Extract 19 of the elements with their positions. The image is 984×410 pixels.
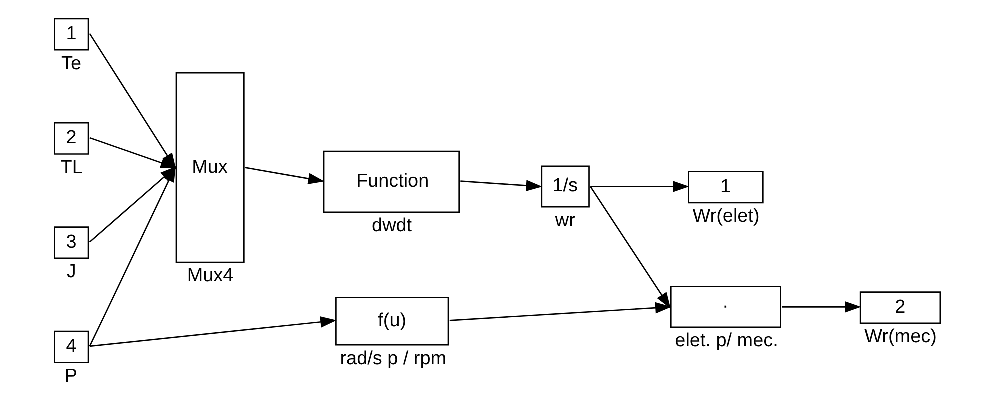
arrow [590,186,670,309]
node-label: TL [60,157,82,178]
arrow [89,137,177,168]
node-label: Mux4 [186,266,234,287]
node-label: Wr(mec) [864,326,936,348]
node-label: rad/s p / rpm [340,348,446,370]
arrow [782,301,861,313]
node-label: dwdt [372,216,412,237]
arrow [244,167,324,184]
arrow [449,302,672,322]
node-label: P [64,366,78,387]
node-label: wr [554,210,575,232]
arrow [460,180,542,192]
node-label: J [66,262,76,283]
node-label: Te [60,53,81,74]
node-label: elet. p/ mec. [674,330,778,352]
node-label: Wr(elet) [692,206,760,228]
arrow [89,316,336,348]
arrow [590,181,689,192]
